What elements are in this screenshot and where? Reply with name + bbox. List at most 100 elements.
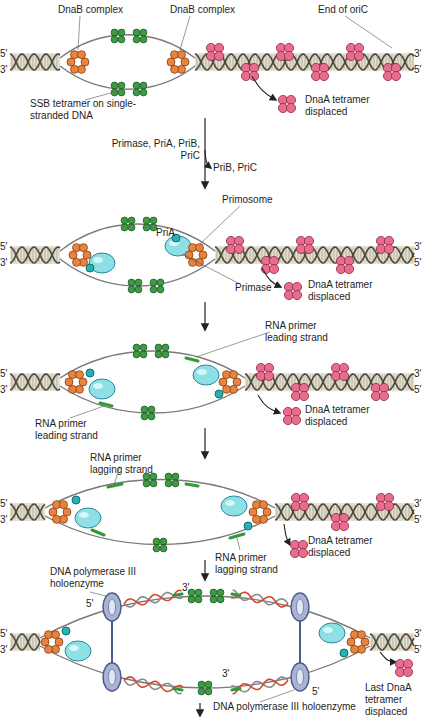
dnaa-tetramer-subunit xyxy=(384,501,393,510)
base-pair xyxy=(24,635,25,649)
base-pair xyxy=(384,635,385,649)
dnaa-tetramer xyxy=(226,236,243,253)
dnab-complex-subunit xyxy=(199,251,207,259)
ssb-tetramer-subunit xyxy=(118,89,125,96)
ssb-tetramer xyxy=(141,406,155,420)
dnaa-tetramer xyxy=(284,282,301,299)
strand-end-label: 3' xyxy=(414,498,424,510)
base-pair xyxy=(21,248,22,262)
base-pair xyxy=(334,248,335,262)
base-pair xyxy=(280,375,281,389)
base-pair xyxy=(352,375,353,389)
dnaa-tetramer-subunit xyxy=(291,415,300,424)
part-label: RNA primer lagging strand xyxy=(215,552,285,576)
process-arrow xyxy=(204,302,205,330)
dnaa-tetramer-subunit xyxy=(234,244,243,253)
base-pair xyxy=(45,248,46,262)
helix-backbone xyxy=(10,504,45,520)
dnab-complex-subunit xyxy=(233,378,241,386)
dnab-complex-subunit xyxy=(83,251,91,259)
base-pair xyxy=(397,505,398,519)
dnaa-tetramer-subunit xyxy=(339,521,348,530)
ssb-tetramer-subunit xyxy=(140,29,147,36)
leader-line xyxy=(237,538,240,550)
dnaa-tetramer xyxy=(241,63,258,80)
base-pair xyxy=(24,505,25,519)
strand-end-label: 5' xyxy=(414,514,424,526)
dnab-complex-subunit xyxy=(178,51,186,59)
holoenzyme-link xyxy=(111,621,113,663)
new-dna-strand xyxy=(233,679,288,694)
pria xyxy=(86,264,94,272)
strand-end-label: 5' xyxy=(0,368,10,380)
ssb-tetramer-subunit xyxy=(140,351,147,358)
strand-end-label: 5' xyxy=(312,686,324,698)
base-pair xyxy=(370,505,371,519)
dnaa-tetramer xyxy=(376,493,393,510)
dnab-complex-subunit xyxy=(79,378,87,386)
base-pair xyxy=(21,55,22,69)
base-pair xyxy=(367,375,368,389)
ssb-tetramer-subunit xyxy=(141,413,148,420)
base-pair xyxy=(361,505,362,519)
base-pair xyxy=(406,248,407,262)
helix-backbone xyxy=(10,54,60,70)
ssb-tetramer-subunit xyxy=(210,589,217,596)
dnab-complex-subunit xyxy=(223,385,231,393)
polymerase-hole xyxy=(109,669,116,685)
base-pair xyxy=(322,248,323,262)
base-pair xyxy=(412,375,413,389)
dnab-complex-subunit xyxy=(81,58,89,66)
part-label: Primosome xyxy=(222,194,302,206)
ssb-tetramer-subunit xyxy=(150,480,157,487)
ssb-tetramer-subunit xyxy=(217,596,224,603)
dnaa-tetramer-subunit xyxy=(214,51,223,60)
single-strand xyxy=(60,259,215,286)
base-pair xyxy=(45,55,46,69)
base-pair xyxy=(338,55,339,69)
rna-primer xyxy=(232,594,240,595)
base-pair xyxy=(365,55,366,69)
ssb-tetramer-subunit xyxy=(157,286,164,293)
helix-backbone xyxy=(10,247,60,263)
dnaa-tetramer xyxy=(206,43,223,60)
ssb-tetramer-subunit xyxy=(153,545,160,552)
pria xyxy=(86,369,94,377)
ssb-tetramer-subunit xyxy=(111,82,118,89)
base-pair xyxy=(373,505,374,519)
release-arrow xyxy=(205,150,211,168)
dnaa-tetramer xyxy=(296,236,313,253)
dnaa-tetramer-subunit xyxy=(264,371,273,380)
part-label: RNA primer lagging strand xyxy=(90,452,165,476)
strand-end-label: 5' xyxy=(0,498,10,510)
pria xyxy=(244,522,252,530)
base-pair xyxy=(396,635,397,649)
dnaa-tetramer-subunit xyxy=(403,667,412,676)
ssb-tetramer xyxy=(133,82,147,96)
ssb-tetramer-subunit xyxy=(155,351,162,358)
helix-core xyxy=(10,246,60,264)
helix-backbone xyxy=(10,54,60,70)
polymerase-ring xyxy=(103,663,121,691)
dnab-complex-subunit xyxy=(67,58,75,66)
part-label: RNA primer leading strand xyxy=(265,320,340,344)
base-pair xyxy=(36,248,37,262)
base-pair xyxy=(286,505,287,519)
dnaa-tetramer-subunit xyxy=(286,103,295,112)
base-pair xyxy=(413,55,414,69)
helix-backbone xyxy=(10,634,40,650)
base-pair xyxy=(364,375,365,389)
helix-backbone xyxy=(370,634,414,650)
primase-highlight xyxy=(79,512,89,518)
dnab-complex-subunit xyxy=(260,501,268,509)
dnab-complex-subunit xyxy=(181,58,189,66)
base-pair xyxy=(36,55,37,69)
base-pair xyxy=(250,248,251,262)
helix-backbone xyxy=(10,374,60,390)
part-label: DNA polymerase III holoenzyme xyxy=(213,701,363,713)
base-pair xyxy=(57,55,58,69)
base-pair xyxy=(302,55,303,69)
strand-end-label: 3' xyxy=(414,368,424,380)
leader-line xyxy=(180,16,190,50)
helix-backbone xyxy=(10,247,60,263)
